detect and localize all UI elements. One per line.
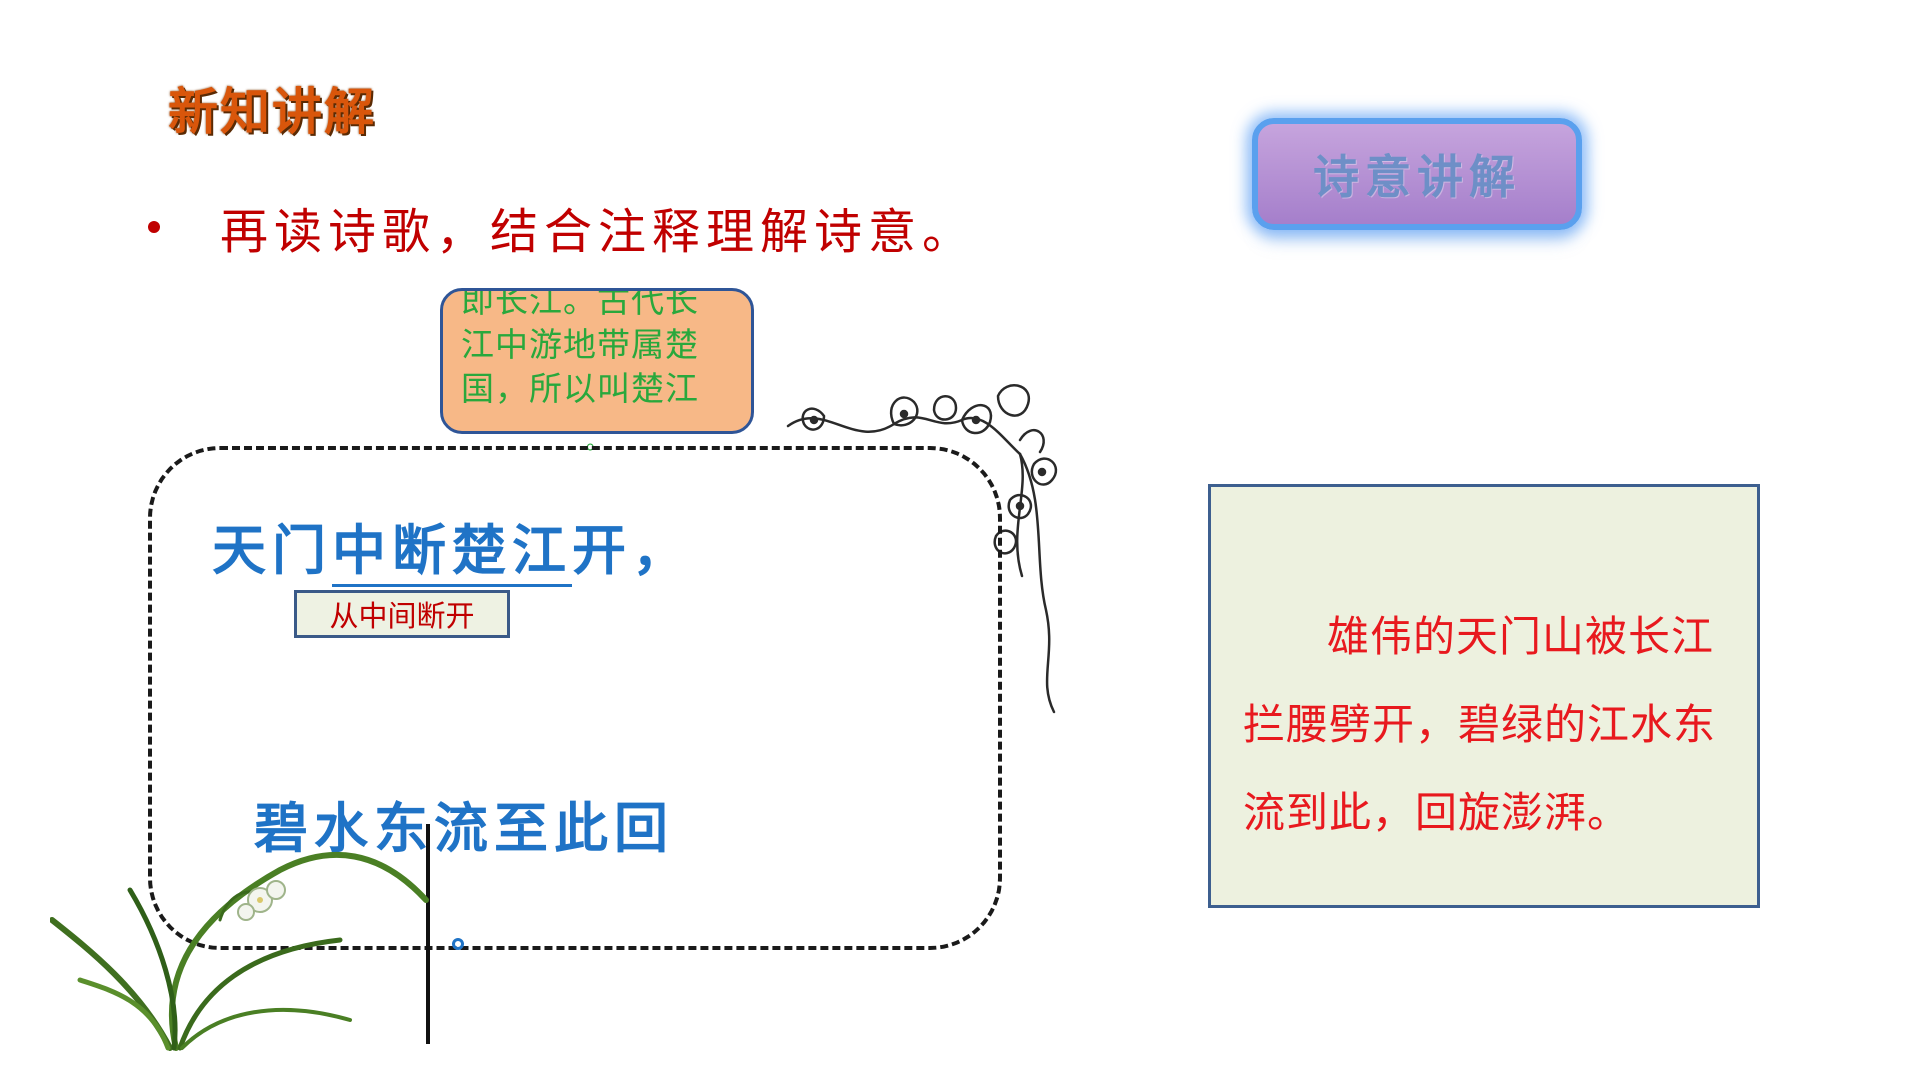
annotation-line: 国，所以叫楚江 — [461, 369, 699, 408]
section-title: 新知讲解 — [168, 82, 376, 141]
gloss-box: 从中间断开 — [294, 590, 510, 638]
poem-line-1-prefix: 天门 — [212, 518, 332, 582]
poem-line-2: 碧水东流至此回 — [254, 796, 674, 860]
explanation-text: 雄伟的天门山被长江拦腰劈开，碧绿的江水东流到此，回旋澎湃。 — [1243, 612, 1717, 837]
instruction-row: 再读诗歌，结合注释理解诗意。 — [148, 192, 976, 262]
poem-meaning-button[interactable]: 诗意讲解 — [1252, 118, 1582, 230]
poem-line-1-underlined: 中断楚江 — [332, 518, 572, 587]
poem-meaning-button-label: 诗意讲解 — [1313, 150, 1521, 204]
instruction-text: 再读诗歌，结合注释理解诗意。 — [220, 204, 977, 260]
poem-frame — [148, 446, 1002, 950]
poem-line-1: 天门中断楚江开， — [212, 506, 692, 587]
orchid-icon — [50, 851, 429, 1051]
text-cursor-line — [426, 824, 430, 1044]
poem-line-1-suffix: 开， — [572, 518, 692, 582]
bullet-icon — [148, 221, 160, 233]
explanation-box: 雄伟的天门山被长江拦腰劈开，碧绿的江水东流到此，回旋澎湃。 — [1208, 484, 1760, 908]
floral-vine-icon — [786, 384, 1058, 714]
annotation-line: 即长江。古代长 — [461, 288, 699, 320]
annotation-line: 江中游地带属楚 — [461, 325, 699, 364]
poem-period-mark — [452, 938, 464, 950]
annotation-bubble: 即长江。古代长 江中游地带属楚 国，所以叫楚江 — [440, 288, 754, 434]
